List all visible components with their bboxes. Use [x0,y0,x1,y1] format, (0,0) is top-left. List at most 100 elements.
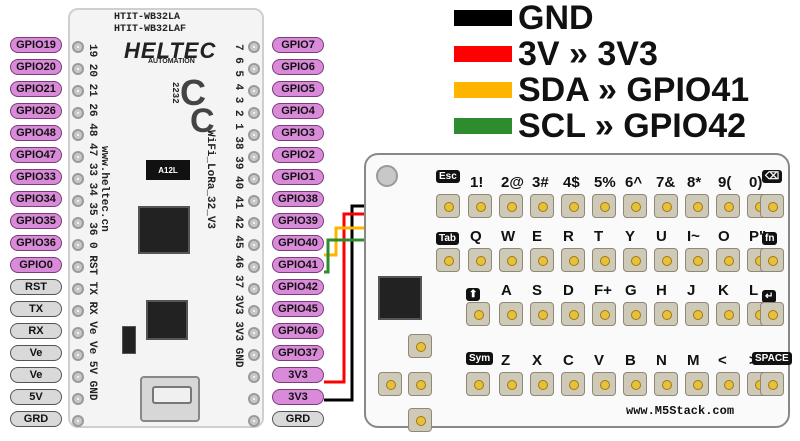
key-label: Y [625,228,636,245]
key-label: Z [501,352,511,369]
key-label: I~ [687,228,700,245]
key-label: S [532,282,543,299]
key-label: Q [470,228,482,245]
header-hole [72,41,84,53]
legend-label: 3V » 3V3 [518,35,658,73]
mcu-chip [146,300,188,340]
right-pin-3v3-16: 3V3 [272,389,324,405]
left-pin-gpio20-1: GPIO20 [10,59,62,75]
board-brand-sub: AUTOMATION [148,58,195,65]
key-q-1 [499,248,523,272]
key-label: < [718,352,727,369]
header-hole [72,151,84,163]
left-pin-gpio21-2: GPIO21 [10,81,62,97]
right-pin-gpio42-11: GPIO42 [272,279,324,295]
header-hole [248,349,260,361]
key-label: 5% [594,174,616,191]
key-z-1 [530,372,554,396]
header-hole [248,239,260,251]
ce-mark-icon-2: C [190,102,215,140]
header-hole [72,63,84,75]
key-label: 4$ [563,174,580,191]
key-q-5 [623,248,647,272]
legend-row: 3V » 3V3 [454,35,658,73]
keyboard-url: www.M5Stack.com [626,404,735,418]
key-label: B [625,352,636,369]
right-pin-gpio6-1: GPIO6 [272,59,324,75]
header-hole [248,129,260,141]
ce-mark-icon: C [180,72,206,113]
key-a-4 [623,302,647,326]
header-hole [72,305,84,317]
key-q-8 [716,248,740,272]
header-hole [72,195,84,207]
key-tag-esc: Esc [436,170,460,183]
header-hole [72,85,84,97]
right-pin-gpio41-10: GPIO41 [272,257,324,273]
header-hole [248,217,260,229]
key-num-4 [592,194,616,218]
key-special-6 [760,302,784,326]
antenna-chip: A12L [146,160,190,180]
key-num-7 [685,194,709,218]
key-special-10 [408,372,432,396]
key-num-0 [468,194,492,218]
right-pin-gpio38-7: GPIO38 [272,191,324,207]
right-pin-gpio40-9: GPIO40 [272,235,324,251]
right-pin-gpio3-4: GPIO3 [272,125,324,141]
left-pin-rx-13: RX [10,323,62,339]
key-special-0 [436,194,460,218]
key-z-3 [592,372,616,396]
key-z-2 [561,372,585,396]
legend-row: GND [454,1,594,35]
key-q-4 [592,248,616,272]
board-fcc-digits: 2232 [170,82,180,104]
key-tag-tab: Tab [436,232,460,245]
header-hole [248,305,260,317]
key-num-1 [499,194,523,218]
board-model-2: HTIT-WB32LAF [114,24,187,35]
board-website: www.heltec.cn [98,146,110,232]
key-special-5 [760,248,784,272]
right-pin-gpio1-6: GPIO1 [272,169,324,185]
key-label: 9( [718,174,732,191]
key-label: X [532,352,543,369]
key-z-7 [716,372,740,396]
header-hole [72,107,84,119]
header-hole [72,393,84,405]
header-hole [72,283,84,295]
right-pin-gpio46-13: GPIO46 [272,323,324,339]
key-label: O [718,228,730,245]
key-z-0 [499,372,523,396]
key-num-8 [716,194,740,218]
right-pin-3v3-15: 3V3 [272,367,324,383]
left-pin-gpio26-3: GPIO26 [10,103,62,119]
left-pin-5v-16: 5V [10,389,62,405]
key-q-6 [654,248,678,272]
left-pin-ve-15: Ve [10,367,62,383]
key-special-3 [466,372,490,396]
key-label: 3# [532,174,549,191]
key-q-2 [530,248,554,272]
right-pin-gpio4-3: GPIO4 [272,103,324,119]
header-hole [72,371,84,383]
key-special-4 [760,194,784,218]
header-hole [72,349,84,361]
header-hole [248,371,260,383]
left-pin-gpio47-5: GPIO47 [10,147,62,163]
small-chip [122,326,136,354]
key-q-3 [561,248,585,272]
legend-swatch [454,82,512,98]
key-special-9 [408,334,432,358]
left-pin-tx-12: TX [10,301,62,317]
key-special-8 [378,372,402,396]
right-pin-grd-17: GRD [272,411,324,427]
legend-label: SCL » GPIO42 [518,107,747,145]
key-label: F+ [594,282,612,299]
right-pin-gpio5-2: GPIO5 [272,81,324,97]
key-label: 6^ [625,174,643,191]
key-special-2 [466,302,490,326]
board-right-numbers: 7 6 5 4 3 2 1 38 39 40 41 42 45 46 37 3V… [232,44,244,368]
lora-chip [138,206,190,254]
